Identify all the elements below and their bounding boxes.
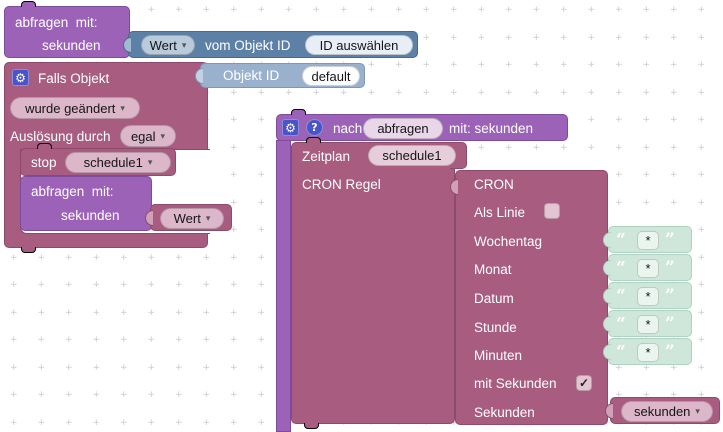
dropdown-value: sekunden	[634, 404, 691, 419]
block-cron-text-minuten[interactable]: “ * ”	[603, 338, 692, 365]
cron-sekunden-label: Sekunden	[474, 405, 535, 420]
text-field[interactable]: *	[637, 231, 659, 250]
open-quote-icon: “	[616, 230, 626, 250]
als-linie-checkbox[interactable]	[544, 203, 560, 219]
block-label: sekunden	[42, 38, 101, 53]
dropdown-value: Wert	[149, 37, 177, 53]
open-quote-icon: “	[616, 342, 626, 362]
top-notch	[37, 143, 52, 149]
top-notch	[306, 137, 321, 143]
cron-row-label: Monat	[474, 262, 512, 277]
sekunden-dropdown[interactable]: sekunden ▾	[621, 401, 713, 422]
block-schedule-spine[interactable]	[276, 140, 291, 432]
cron-row-label: Minuten	[474, 348, 523, 363]
field-value: *	[645, 317, 651, 332]
check-icon: ✓	[578, 376, 590, 390]
cron-title: CRON	[474, 177, 514, 192]
cron-row-label: Wochentag	[474, 234, 543, 249]
block-label: vom Objekt ID	[205, 38, 291, 53]
block-label: abfragen mit:	[15, 15, 98, 30]
chevron-down-icon: ▾	[181, 39, 187, 50]
close-quote-icon: ”	[665, 230, 675, 250]
block-label: Objekt ID	[223, 68, 280, 83]
chevron-down-icon: ▾	[205, 213, 211, 223]
trigger-dropdown[interactable]: egal ▾	[120, 125, 176, 147]
chevron-down-icon: ▾	[147, 157, 153, 167]
block-wert-value[interactable]: Wert ▾	[145, 204, 232, 231]
block-get-value[interactable]: Wert ▾ vom Objekt ID ID auswählen	[123, 31, 418, 58]
field-value: abfragen	[377, 121, 429, 136]
block-cron-text-stunde[interactable]: “ * ”	[603, 310, 692, 337]
field-value: *	[645, 261, 651, 276]
dropdown-value: Wert	[173, 211, 201, 226]
top-notch	[21, 1, 36, 7]
block-zeitplan[interactable]: Zeitplan CRON Regel	[291, 137, 455, 429]
bottom-notch	[21, 247, 36, 253]
objekt-id-value-field[interactable]: default	[302, 66, 360, 86]
text-field[interactable]: *	[637, 315, 659, 334]
value-type-dropdown[interactable]: Wert ▾	[141, 35, 195, 55]
schedule-name-dropdown[interactable]: schedule1 ▾	[65, 152, 171, 173]
cron-mit-sekunden-label: mit Sekunden	[474, 376, 557, 391]
block-sekunden-value[interactable]: sekunden ▾	[605, 397, 720, 424]
block-label: Zeitplan	[302, 149, 351, 164]
object-id-field[interactable]: ID auswählen	[305, 35, 413, 55]
block-objekt-id[interactable]: Objekt ID default	[195, 63, 365, 88]
text-field[interactable]: *	[637, 259, 659, 278]
block-title: Falls Objekt	[38, 71, 110, 86]
field-value: *	[645, 345, 651, 360]
dropdown-value: schedule1	[83, 155, 143, 170]
block-label: nach	[333, 121, 363, 136]
block-label: abfragen mit:	[31, 184, 114, 199]
block-label: sekunden	[61, 208, 120, 223]
open-quote-icon: “	[616, 258, 626, 278]
field-value: *	[645, 233, 651, 248]
cron-row-label: Datum	[474, 291, 514, 306]
block-label: mit: sekunden	[449, 121, 534, 136]
dropdown-value: wurde geändert	[25, 100, 116, 116]
help-icon[interactable]: ?	[306, 119, 323, 136]
field-value: schedule1	[382, 148, 442, 163]
chevron-down-icon: ▾	[120, 102, 125, 113]
block-query-schedule-top[interactable]: abfragen mit: sekunden	[4, 1, 130, 58]
close-quote-icon: ”	[665, 286, 675, 306]
field-value: ID auswählen	[319, 37, 399, 53]
block-cron-text-datum[interactable]: “ * ”	[603, 282, 692, 309]
cron-row-label: Stunde	[474, 320, 517, 335]
condition-dropdown[interactable]: wurde geändert ▾	[10, 97, 140, 119]
top-notch	[291, 109, 306, 115]
bottom-notch	[304, 423, 319, 429]
block-cron-text-wochentag[interactable]: “ * ”	[603, 226, 692, 253]
field-value: default	[311, 68, 351, 84]
block-cron[interactable]: CRON Als Linie Wochentag Monat Datum Stu…	[450, 170, 608, 425]
block-stop-schedule[interactable]: stop schedule1 ▾	[20, 143, 176, 176]
cron-als-linie-label: Als Linie	[474, 205, 526, 220]
block-label: Auslösung durch	[10, 129, 111, 144]
gear-icon[interactable]: ⚙	[12, 69, 29, 86]
close-quote-icon: ”	[665, 342, 675, 362]
chevron-down-icon: ▾	[160, 130, 166, 141]
wert-dropdown[interactable]: Wert ▾	[160, 208, 224, 229]
gear-icon[interactable]: ⚙	[282, 119, 299, 136]
field-value: *	[645, 289, 651, 304]
block-label: CRON Regel	[302, 177, 381, 192]
open-quote-icon: “	[616, 286, 626, 306]
text-field[interactable]: *	[637, 287, 659, 306]
block-label: stop	[31, 155, 57, 170]
block-schedule-header[interactable]: ⚙ ? nach abfragen mit: sekunden	[276, 109, 568, 141]
chevron-down-icon: ▾	[695, 406, 700, 416]
block-cron-text-monat[interactable]: “ * ”	[603, 254, 692, 281]
block-query-schedule-inner[interactable]: abfragen mit: sekunden	[20, 176, 152, 231]
close-quote-icon: ”	[665, 314, 675, 334]
dropdown-value: egal	[130, 128, 156, 144]
open-quote-icon: “	[616, 314, 626, 334]
close-quote-icon: ”	[665, 258, 675, 278]
mit-sekunden-checkbox[interactable]: ✓	[576, 375, 592, 391]
zeitplan-name-field[interactable]: schedule1	[368, 145, 456, 166]
text-field[interactable]: *	[637, 343, 659, 362]
schedule-name-field[interactable]: abfragen	[363, 118, 443, 139]
